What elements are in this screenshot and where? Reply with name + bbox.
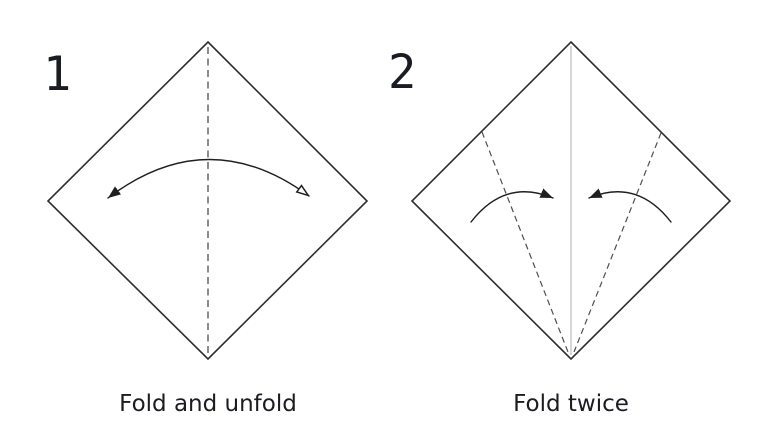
fold-and-unfold-arrow-icon (107, 158, 309, 199)
fold-arrow-left-icon (588, 188, 672, 223)
step-number-2: 2 (388, 45, 417, 100)
step-caption-1: Fold and unfold (119, 391, 297, 417)
step1-diagram (46, 40, 369, 361)
fold-arrow-right-icon (470, 188, 554, 223)
step2-diagram (410, 40, 732, 361)
step-number-1: 1 (43, 47, 72, 102)
step-caption-2: Fold twice (513, 391, 629, 417)
